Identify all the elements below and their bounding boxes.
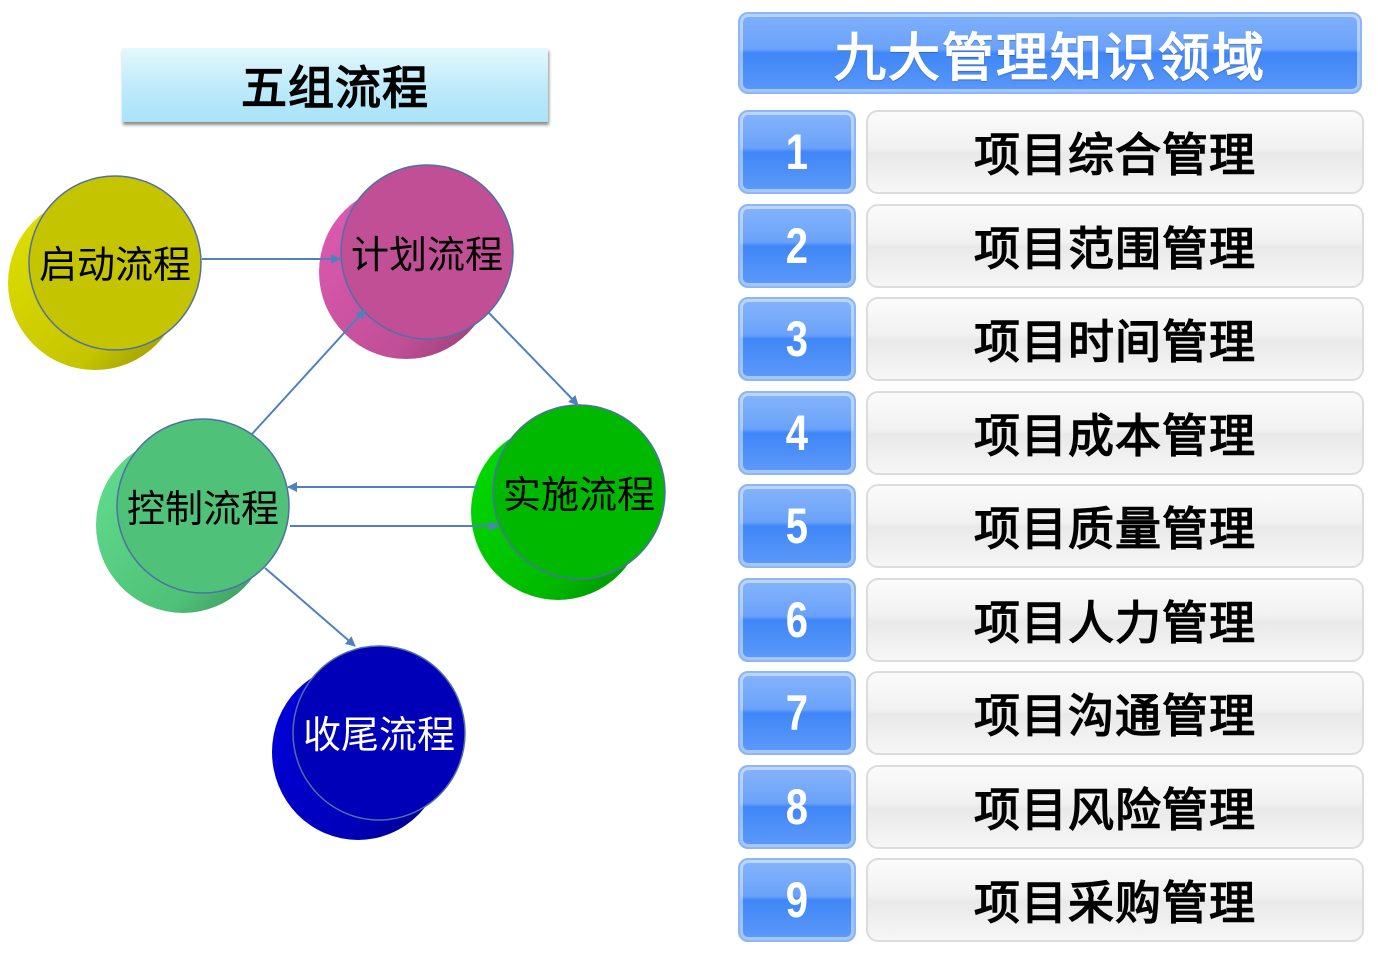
item-label: 项目沟通管理 (866, 671, 1364, 755)
knowledge-area-item: 1 项目综合管理 (738, 110, 1364, 194)
knowledge-area-item: 4 项目成本管理 (738, 391, 1364, 475)
node-executing-face (492, 404, 666, 580)
item-number-badge: 1 (738, 110, 856, 194)
knowledge-area-item: 2 项目范围管理 (738, 204, 1364, 288)
item-number: 2 (785, 218, 809, 274)
node-closing-face (292, 645, 466, 821)
item-label: 项目成本管理 (866, 391, 1364, 475)
item-label: 项目人力管理 (866, 578, 1364, 662)
node-planning-face (340, 164, 514, 340)
knowledge-area-item: 3 项目时间管理 (738, 297, 1364, 381)
item-number: 8 (785, 779, 809, 835)
process-flow-diagram: 启动流程 计划流程 实施流程 控制流程 收尾流程 (8, 164, 666, 840)
item-number-badge: 8 (738, 765, 856, 849)
knowledge-area-item: 8 项目风险管理 (738, 765, 1364, 849)
item-number: 4 (785, 405, 809, 461)
item-number-badge: 4 (738, 391, 856, 475)
item-number-badge: 5 (738, 484, 856, 568)
knowledge-area-item: 5 项目质量管理 (738, 484, 1364, 568)
node-initiating-face (28, 175, 202, 351)
item-number: 5 (785, 498, 809, 554)
item-label: 项目范围管理 (866, 204, 1364, 288)
item-number-badge: 6 (738, 578, 856, 662)
node-closing-label: 收尾流程 (303, 713, 455, 757)
item-label: 项目采购管理 (866, 858, 1364, 942)
nine-knowledge-areas-title: 九大管理知识领域 (738, 12, 1362, 94)
item-number: 1 (785, 124, 809, 180)
node-closing: 收尾流程 (272, 645, 466, 840)
five-process-groups-title: 五组流程 (122, 48, 548, 122)
item-number: 3 (785, 311, 809, 367)
item-number-badge: 7 (738, 671, 856, 755)
node-initiating: 启动流程 (8, 175, 202, 370)
arrow-planning-to-executing (488, 312, 579, 406)
node-controlling: 控制流程 (96, 418, 290, 613)
item-label: 项目质量管理 (866, 484, 1364, 568)
node-initiating-label: 启动流程 (39, 243, 191, 287)
item-number-badge: 3 (738, 297, 856, 381)
knowledge-area-item: 6 项目人力管理 (738, 578, 1364, 662)
knowledge-area-item: 7 项目沟通管理 (738, 671, 1364, 755)
item-label: 项目风险管理 (866, 765, 1364, 849)
node-controlling-face (116, 418, 290, 594)
item-label: 项目综合管理 (866, 110, 1364, 194)
item-number: 6 (785, 592, 809, 648)
item-number-badge: 9 (738, 858, 856, 942)
item-number: 9 (785, 872, 809, 928)
node-executing: 实施流程 (471, 404, 666, 600)
knowledge-area-item: 9 项目采购管理 (738, 858, 1364, 942)
arrow-controlling-to-closing (264, 567, 356, 647)
item-number-badge: 2 (738, 204, 856, 288)
item-label: 项目时间管理 (866, 297, 1364, 381)
node-controlling-label: 控制流程 (127, 487, 279, 531)
node-planning-label: 计划流程 (351, 233, 503, 277)
node-executing-label: 实施流程 (503, 473, 655, 517)
item-number: 7 (785, 685, 809, 741)
arrow-controlling-to-planning (251, 309, 366, 435)
